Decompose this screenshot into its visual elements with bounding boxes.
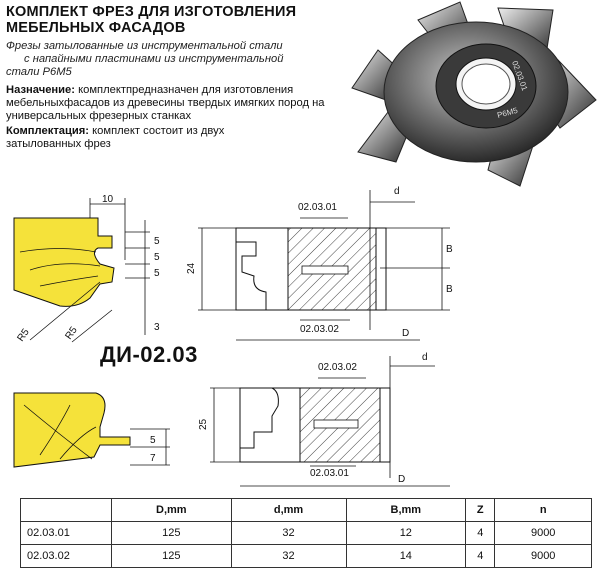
- page-title: КОМПЛЕКТ ФРЕЗ ДЛЯ ИЗГОТОВЛЕНИЯ МЕБЕЛЬНЫХ…: [6, 4, 297, 36]
- table-cell: 32: [230, 521, 347, 545]
- table-cell: 02.03.02: [20, 544, 112, 568]
- table-cell: 9000: [494, 544, 592, 568]
- kit-text: комплект состоит из двух затылованных фр…: [6, 125, 225, 150]
- table-header: d,mm: [230, 498, 347, 522]
- table-header: B,mm: [345, 498, 467, 522]
- dim-5c-label: 5: [154, 268, 160, 279]
- description: Фрезы затылованные из инструментальной с…: [6, 40, 366, 79]
- radius-left-label: R5: [15, 327, 32, 344]
- bottom-section-code-bottom: 02.03.01: [310, 468, 349, 479]
- bottom-workpiece-profile: [13, 392, 131, 468]
- dim-5a-label: 5: [154, 236, 160, 247]
- spec-table: D,mm d,mm B,mm Z n 02.03.01 125 32 12 4 …: [20, 498, 592, 568]
- dim-10-label: 10: [102, 194, 114, 205]
- table-cell: 12: [345, 521, 467, 545]
- kit-label: Комплектация:: [6, 125, 90, 137]
- table-header-row: D,mm d,mm B,mm Z n: [20, 498, 592, 522]
- description-line-2: с напайными пластинами из инструментальн…: [24, 53, 284, 65]
- workpiece-profile: [13, 217, 115, 307]
- table-header: Z: [465, 498, 496, 522]
- top-section-drawing: 02.03.01 d B B 24 02.03.02 D: [186, 186, 453, 341]
- table-row: 02.03.02 125 32 14 4 9000: [20, 544, 592, 568]
- top-section-code-top: 02.03.01: [298, 202, 337, 213]
- bottom-profile-drawing: 5 7: [13, 392, 170, 468]
- table-cell: 14: [345, 544, 467, 568]
- top-section-dim-D: D: [402, 328, 409, 339]
- table-cell: 02.03.01: [20, 521, 112, 545]
- top-section-dim-b2: B: [446, 284, 453, 295]
- cutter-photo: 02.03.01 Р6М5: [351, 1, 597, 187]
- top-profile-drawing: 10 5 5 5 3 R5 R5: [13, 194, 160, 344]
- table-cell: 4: [465, 544, 496, 568]
- table-cell: 32: [230, 544, 347, 568]
- purpose-paragraph: Назначение: комплектпредназначен для изг…: [6, 84, 351, 123]
- table-cell: 9000: [494, 521, 592, 545]
- top-section-code-bottom: 02.03.02: [300, 324, 339, 335]
- table-cell: 4: [465, 521, 496, 545]
- purpose-text: комплектпредназначен для изготовления ме…: [6, 84, 325, 122]
- bottom-dim-7-label: 7: [150, 453, 156, 464]
- dim-3-label: 3: [154, 322, 160, 333]
- bottom-section-dim-d: d: [422, 352, 428, 363]
- table-cell: 125: [111, 521, 232, 545]
- model-code: ДИ-02.03: [100, 342, 198, 367]
- bottom-section-dim-25: 25: [198, 418, 209, 430]
- table-cell: 125: [111, 544, 232, 568]
- radius-right-label: R5: [63, 325, 80, 342]
- table-row: 02.03.01 125 32 12 4 9000: [20, 521, 592, 545]
- bottom-section-drawing: 02.03.02 d 25 02.03.01 D: [198, 352, 450, 487]
- top-section-dim-b1: B: [446, 244, 453, 255]
- table-header: n: [494, 498, 592, 522]
- bottom-section-dim-D: D: [398, 474, 405, 485]
- top-section-dim-d: d: [394, 186, 400, 197]
- top-section-dim-24: 24: [186, 262, 197, 274]
- table-header: D,mm: [111, 498, 232, 522]
- description-line-1: Фрезы затылованные из инструментальной с…: [6, 40, 283, 52]
- bottom-dim-5-label: 5: [150, 435, 156, 446]
- kit-paragraph: Комплектация: комплект состоит из двух з…: [6, 125, 236, 151]
- bottom-section-code-top: 02.03.02: [318, 362, 357, 373]
- purpose-label: Назначение:: [6, 84, 75, 96]
- dim-5b-label: 5: [154, 252, 160, 263]
- table-header: [20, 498, 112, 522]
- description-line-3: стали Р6М5: [6, 66, 72, 78]
